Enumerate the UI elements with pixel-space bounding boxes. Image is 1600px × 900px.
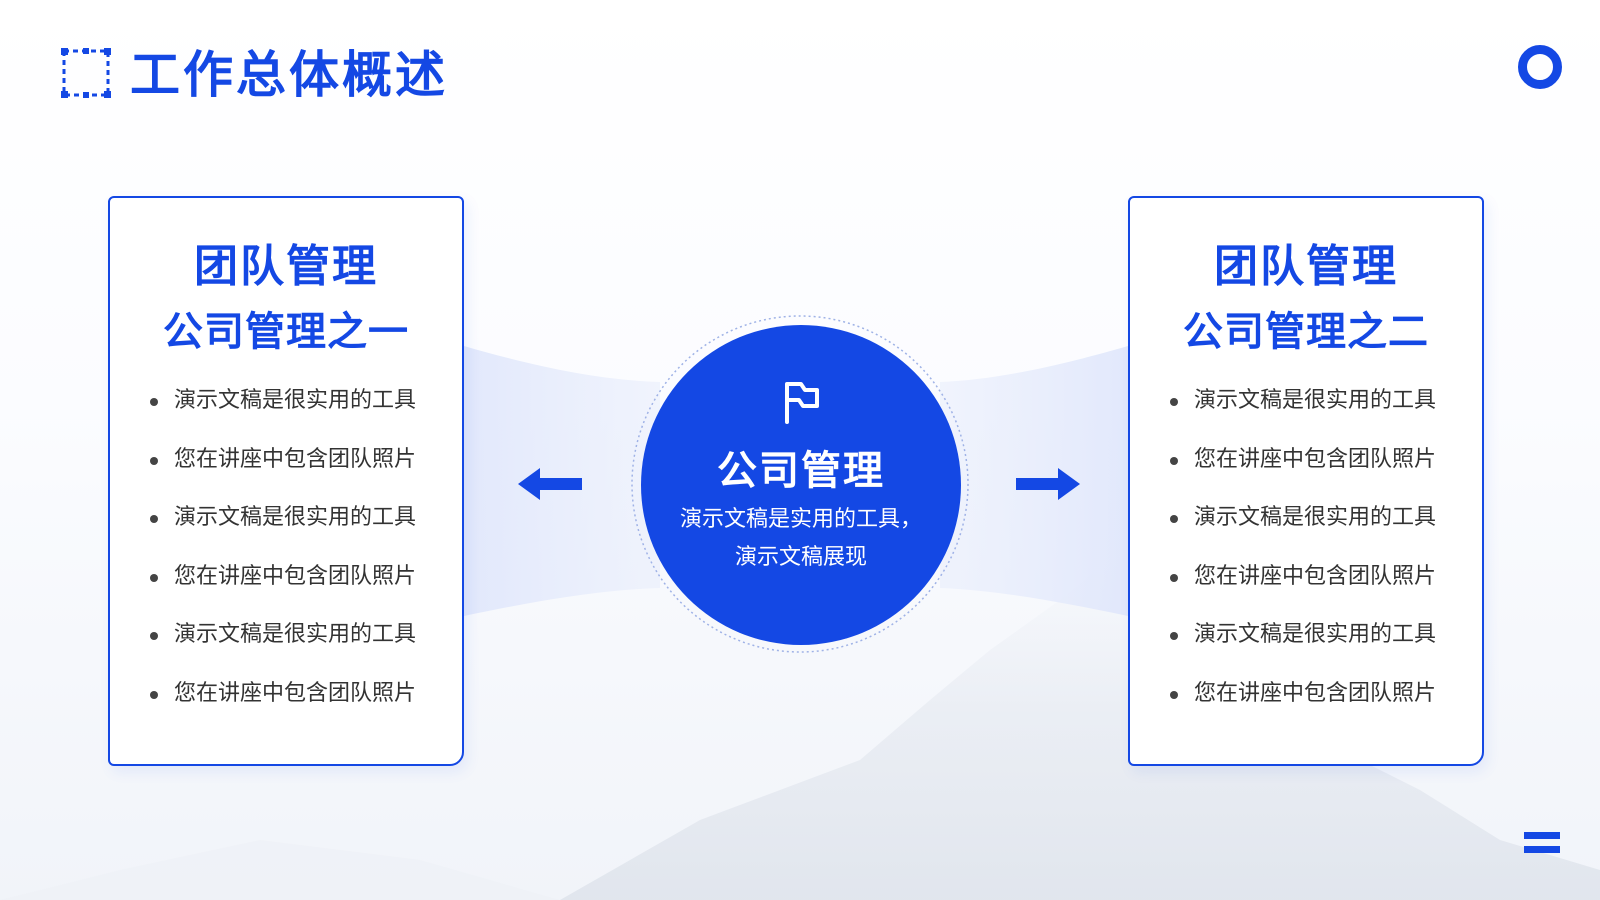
ring-icon xyxy=(1518,45,1562,89)
list-item-text: 演示文稿是很实用的工具 xyxy=(1194,622,1437,648)
list-item: 您在讲座中包含团队照片 xyxy=(1168,675,1436,734)
list-item-text: 演示文稿是很实用的工具 xyxy=(174,388,417,413)
list-item-text: 您在讲座中包含团队照片 xyxy=(174,446,417,472)
bullet-icon xyxy=(1170,515,1178,524)
bullet-list: 演示文稿是很实用的工具 您在讲座中包含团队照片 演示文稿是很实用的工具 您在讲座… xyxy=(1168,382,1436,734)
list-item: 演示文稿是很实用的工具 xyxy=(148,499,416,558)
list-item-text: 演示文稿是很实用的工具 xyxy=(174,622,417,648)
list-item: 演示文稿是很实用的工具 xyxy=(1168,382,1436,441)
bullet-icon xyxy=(1170,456,1178,465)
dotted-orbit xyxy=(631,315,969,653)
list-item: 演示文稿是很实用的工具 xyxy=(148,616,416,675)
list-item: 您在讲座中包含团队照片 xyxy=(148,675,416,734)
page-title: 工作总体概述 xyxy=(130,46,448,104)
menu-icon[interactable] xyxy=(1524,832,1560,854)
bullet-icon xyxy=(1170,398,1178,406)
list-item-text: 您在讲座中包含团队照片 xyxy=(174,563,417,589)
card-title: 团队管理 xyxy=(1214,241,1398,292)
bullet-icon xyxy=(1170,573,1178,582)
left-card: 团队管理 公司管理之一 演示文稿是很实用的工具 您在讲座中包含团队照片 演示文稿… xyxy=(108,196,464,766)
right-card: 团队管理 公司管理之二 演示文稿是很实用的工具 您在讲座中包含团队照片 演示文稿… xyxy=(1128,196,1484,766)
list-item-text: 您在讲座中包含团队照片 xyxy=(1194,446,1437,472)
bullet-icon xyxy=(150,573,158,582)
bullet-icon xyxy=(150,398,158,406)
bullet-icon xyxy=(1170,632,1178,641)
list-item: 演示文稿是很实用的工具 xyxy=(1168,499,1436,558)
center-circle xyxy=(641,325,961,645)
card-title: 团队管理 xyxy=(194,241,378,292)
bullet-list: 演示文稿是很实用的工具 您在讲座中包含团队照片 演示文稿是很实用的工具 您在讲座… xyxy=(148,382,416,734)
list-item-text: 演示文稿是很实用的工具 xyxy=(1194,505,1437,531)
list-item: 演示文稿是很实用的工具 xyxy=(1168,616,1436,675)
bullet-icon xyxy=(150,515,158,524)
arrow-left-icon xyxy=(518,468,582,500)
dashed-square-icon xyxy=(61,48,111,98)
bullet-icon xyxy=(150,456,158,465)
bullet-icon xyxy=(150,632,158,641)
list-item: 您在讲座中包含团队照片 xyxy=(1168,558,1436,617)
card-subtitle: 公司管理之二 xyxy=(1183,309,1429,355)
center-description: 演示文稿是实用的工具，演示文稿展现 xyxy=(680,507,923,570)
list-item-text: 演示文稿是很实用的工具 xyxy=(1194,388,1437,413)
flag-icon xyxy=(785,382,819,424)
list-item: 演示文稿是很实用的工具 xyxy=(148,382,416,441)
center-title: 公司管理 xyxy=(717,448,885,494)
list-item-text: 您在讲座中包含团队照片 xyxy=(174,680,417,706)
list-item-text: 您在讲座中包含团队照片 xyxy=(1194,680,1437,706)
list-item-text: 您在讲座中包含团队照片 xyxy=(1194,563,1437,589)
card-subtitle: 公司管理之一 xyxy=(163,309,409,355)
list-item: 您在讲座中包含团队照片 xyxy=(1168,441,1436,500)
arrow-right-icon xyxy=(1016,468,1080,500)
list-item-text: 演示文稿是很实用的工具 xyxy=(174,505,417,531)
bullet-icon xyxy=(150,690,158,699)
list-item: 您在讲座中包含团队照片 xyxy=(148,558,416,617)
list-item: 您在讲座中包含团队照片 xyxy=(148,441,416,500)
bullet-icon xyxy=(1170,690,1178,699)
